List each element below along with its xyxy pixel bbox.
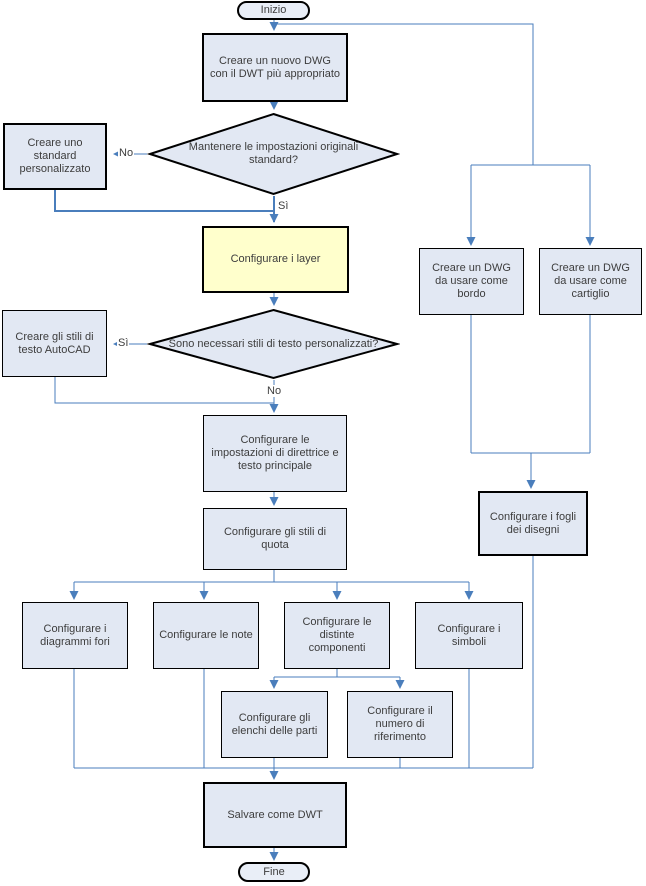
node-create-text-styles-label: Creare gli stili di testo AutoCAD <box>15 330 94 356</box>
node-titleblock-dwg-label: Creare un DWG da usare come cartiglio <box>551 262 630 300</box>
node-start: Inizio <box>237 1 310 20</box>
node-decision-text-styles: Sono necessari stili di testo personaliz… <box>147 308 400 380</box>
node-start-label: Inizio <box>260 4 287 16</box>
node-configure-layers-label: Configurare i layer <box>230 253 321 265</box>
node-hole-charts: Configurare i diagrammi fori <box>22 602 128 669</box>
node-dim-styles: Configurare gli stili di quota <box>203 508 347 570</box>
node-bom-label: Configurare le distinte componenti <box>302 616 372 654</box>
node-notes: Configurare le note <box>153 602 259 669</box>
node-ref-numbers-label: Configurare il numero di riferimento <box>367 705 433 743</box>
node-custom-standard-label: Creare uno standard personalizzato <box>19 137 91 175</box>
node-notes-label: Configurare le note <box>159 629 253 641</box>
node-parts-lists-label: Configurare gli elenchi delle parti <box>231 711 318 737</box>
node-dim-styles-label: Configurare gli stili di quota <box>223 526 327 551</box>
node-sheets: Configurare i fogli dei disegni <box>478 491 588 556</box>
node-symbols: Configurare i simboli <box>415 602 523 669</box>
node-parts-lists: Configurare gli elenchi delle parti <box>221 691 328 758</box>
node-border-dwg-label: Creare un DWG da usare come bordo <box>432 262 511 300</box>
node-symbols-label: Configurare i simboli <box>437 622 501 648</box>
node-leader-settings-label: Configurare le impostazioni di direttric… <box>211 434 339 472</box>
node-create-text-styles: Creare gli stili di testo AutoCAD <box>2 310 107 377</box>
connector-textstyles-merge <box>54 377 274 404</box>
node-decision-keep-settings-label: Mantenere le impostazioni originali stan… <box>188 141 359 166</box>
node-custom-standard: Creare uno standard personalizzato <box>3 123 107 190</box>
node-create-dwg: Creare un nuovo DWG con il DWT più appro… <box>202 33 348 102</box>
node-decision-keep-settings: Mantenere le impostazioni originali stan… <box>147 112 400 196</box>
node-bom: Configurare le distinte componenti <box>284 602 390 669</box>
node-configure-layers: Configurare i layer <box>202 226 349 293</box>
node-sheets-label: Configurare i fogli dei disegni <box>489 510 577 536</box>
node-save-dwt-label: Salvare come DWT <box>227 808 323 821</box>
edge-label-yes-2: Sì <box>117 337 130 349</box>
edge-label-no-1: No <box>118 147 135 159</box>
node-leader-settings: Configurare le impostazioni di direttric… <box>203 415 347 492</box>
node-titleblock-dwg: Creare un DWG da usare come cartiglio <box>539 248 642 315</box>
node-create-dwg-label: Creare un nuovo DWG con il DWT più appro… <box>209 54 341 80</box>
node-ref-numbers: Configurare il numero di riferimento <box>347 691 453 758</box>
node-hole-charts-label: Configurare i diagrammi fori <box>40 622 110 648</box>
node-end-label: Fine <box>263 865 285 878</box>
node-decision-text-styles-label: Sono necessari stili di testo personaliz… <box>168 337 379 350</box>
node-save-dwt: Salvare come DWT <box>203 782 347 848</box>
edge-label-no-2: No <box>266 385 283 397</box>
node-end: Fine <box>238 862 310 882</box>
node-border-dwg: Creare un DWG da usare come bordo <box>419 248 524 315</box>
edge-label-yes-1: Sì <box>277 200 290 212</box>
